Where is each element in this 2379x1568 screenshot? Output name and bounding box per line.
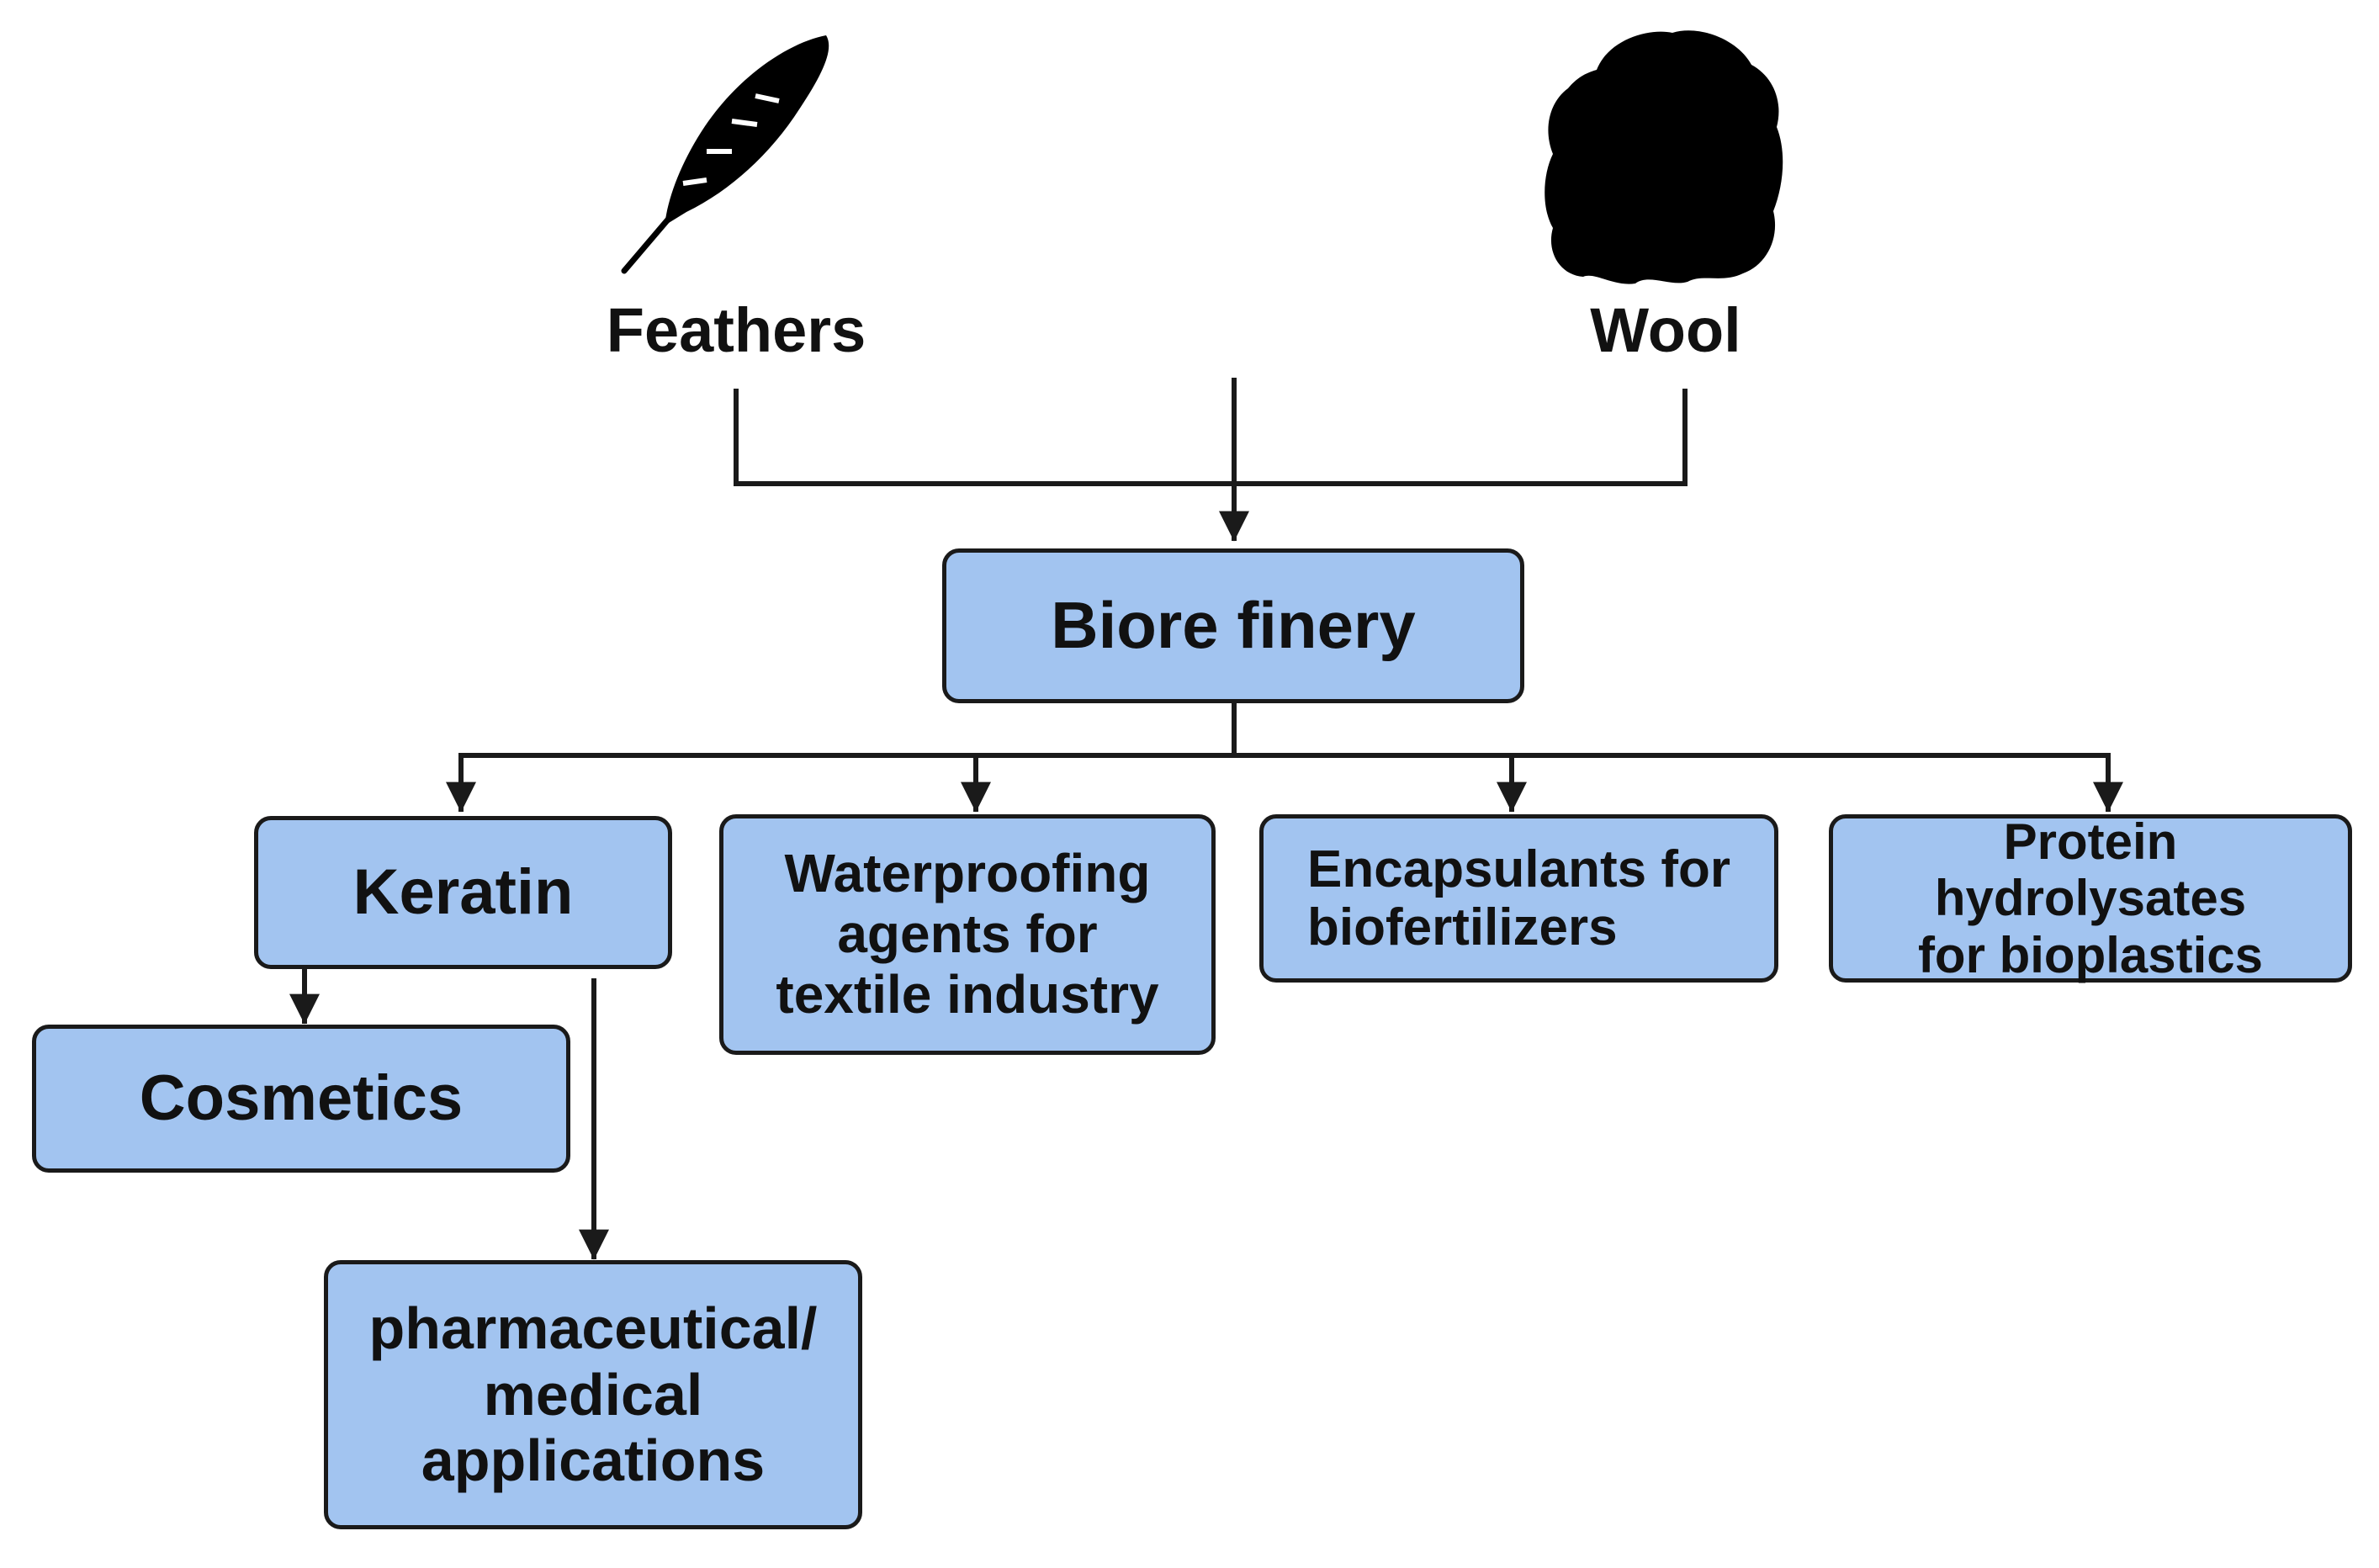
feather-icon	[621, 35, 829, 274]
wool-icon	[1544, 30, 1783, 284]
encapsulants-box: Encapsulants for biofertilizers	[1259, 814, 1778, 983]
protein-hydrolysates-box: Protein hydrolysates for bioplastics	[1829, 813, 2352, 983]
pharmaceutical-box: pharmaceutical/ medical applications	[324, 1260, 862, 1529]
keratin-box: Keratin	[254, 816, 672, 969]
wool-label: Wool	[1590, 295, 1741, 365]
waterproofing-box: Waterproofing agents for textile industr…	[719, 814, 1216, 1055]
cosmetics-box: Cosmetics	[32, 1025, 570, 1173]
biorefinery-box: Biore finery	[942, 548, 1524, 703]
feathers-connector	[734, 389, 1688, 486]
feathers-label: Feathers	[606, 295, 866, 365]
